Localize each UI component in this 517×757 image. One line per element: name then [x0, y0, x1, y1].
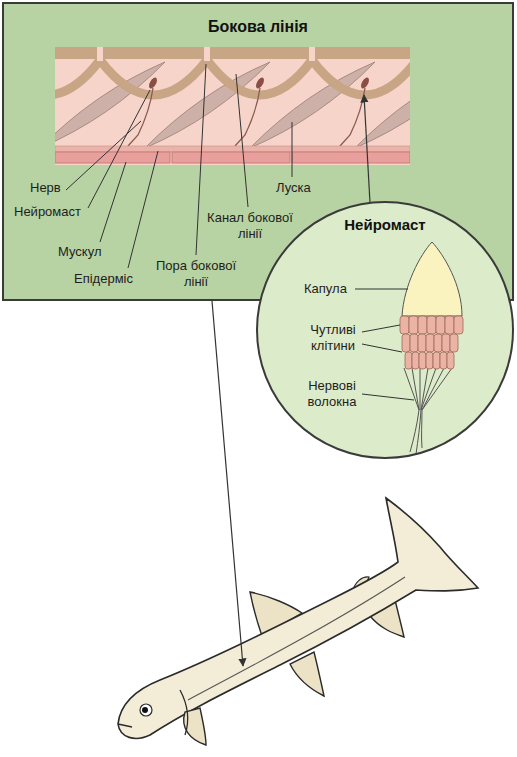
- leader-line: [355, 289, 408, 290]
- muscle: [292, 152, 410, 163]
- pupil: [142, 707, 148, 713]
- nerve-fibre: [412, 368, 419, 410]
- leader-lines: [355, 289, 414, 400]
- nerve: [235, 88, 260, 146]
- pelvic-fin: [290, 652, 324, 696]
- sensory-cell: [447, 352, 454, 369]
- leader-line: [236, 74, 248, 207]
- detail-ground: [257, 202, 513, 458]
- fish-body: [118, 498, 478, 738]
- pointer-arrow: [364, 95, 370, 203]
- canal-pore: [309, 47, 315, 61]
- part-label: Капула: [304, 281, 347, 297]
- leader-line: [362, 325, 400, 332]
- part-label: Канал бокової лінії: [200, 210, 300, 242]
- sensory-cell: [445, 316, 454, 334]
- neuromast: [359, 76, 370, 89]
- pointer-arrow: [212, 301, 243, 666]
- scale-layer: [55, 47, 410, 59]
- sensory-cell: [436, 316, 445, 334]
- neuromast-detail: [355, 242, 463, 454]
- part-label: Мускул: [58, 244, 101, 260]
- sensory-cell: [409, 316, 418, 334]
- nerve-fibre: [422, 368, 444, 410]
- tissue-section: [55, 47, 410, 165]
- sensory-cell: [440, 352, 447, 369]
- nerve: [128, 88, 153, 146]
- sensory-cell: [402, 334, 410, 352]
- mouth: [118, 724, 132, 727]
- sensory-cell: [433, 352, 440, 369]
- sensory-cell: [434, 334, 442, 352]
- sensory-cell: [426, 334, 434, 352]
- circle-outline: [257, 202, 513, 458]
- cupula: [402, 242, 462, 316]
- leader-line: [196, 64, 206, 255]
- part-label: Луска: [276, 180, 311, 196]
- leader-line: [88, 90, 150, 208]
- lateral-line: [188, 577, 405, 700]
- leader-line: [292, 122, 293, 177]
- sensory-cell: [410, 334, 418, 352]
- sensory-cell: [427, 316, 436, 334]
- sensory-cell: [405, 352, 412, 369]
- part-label: Пора бокової лінії: [146, 258, 246, 290]
- node-heading: Нейромаст: [344, 216, 425, 233]
- leader-line: [362, 394, 414, 400]
- neuromast: [254, 76, 265, 89]
- scale-spindle: [250, 62, 375, 148]
- sensory-cell: [442, 334, 450, 352]
- scale-edge: [55, 60, 410, 95]
- nerve-fibres: [404, 368, 452, 454]
- nerve-fibre: [422, 368, 452, 410]
- part-label: Нервові волокна: [298, 378, 366, 410]
- sensory-cell: [426, 352, 433, 369]
- sensory-cell: [419, 352, 426, 369]
- leader-line: [362, 344, 402, 352]
- sensory-cell: [418, 316, 427, 334]
- muscle: [172, 152, 290, 163]
- eye: [140, 704, 152, 716]
- sensory-cell: [450, 334, 458, 352]
- sensory-cells: [400, 316, 463, 369]
- detail-circle: Нейромаст: [257, 202, 513, 458]
- fish: [118, 498, 478, 745]
- leader-line: [66, 121, 141, 190]
- gill-cover: [180, 690, 188, 735]
- sensory-cell: [412, 352, 419, 369]
- canal-pore: [97, 47, 103, 61]
- neuromast: [147, 76, 158, 89]
- part-label: Нейромаст: [14, 204, 81, 220]
- part-label: Епідерміс: [74, 271, 133, 287]
- sensory-cell: [454, 316, 463, 334]
- part-label: Нерв: [30, 180, 61, 196]
- leader-line: [128, 151, 158, 268]
- nerve-fibre: [420, 368, 421, 410]
- nerve-fibre: [421, 368, 436, 410]
- nerve-bundle: [410, 410, 422, 454]
- sensory-cell: [418, 334, 426, 352]
- part-label: Чутливі клітини: [300, 322, 366, 354]
- circle-border: [257, 202, 513, 458]
- node-heading: Бокова лінія: [208, 18, 308, 36]
- nerve-fibre: [404, 368, 419, 410]
- canal-pore: [204, 47, 210, 61]
- sensory-cell: [400, 316, 409, 334]
- nerve: [340, 88, 365, 146]
- leader-line: [100, 162, 126, 242]
- scale-spindle: [145, 62, 270, 148]
